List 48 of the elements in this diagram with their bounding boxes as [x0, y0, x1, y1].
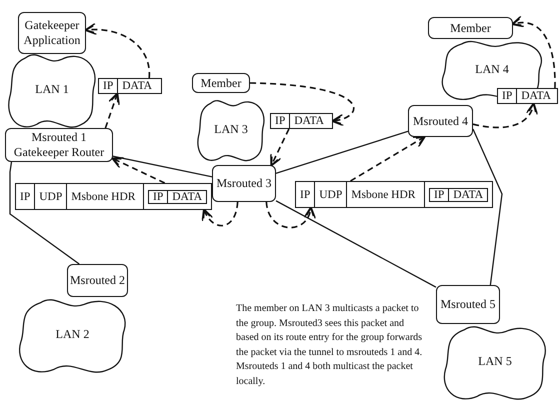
packet-field: UDP — [314, 182, 346, 207]
packet-field: DATA — [117, 79, 156, 93]
packet — [270, 113, 333, 129]
router-box — [436, 285, 500, 324]
node-label: Msrouted 2 — [70, 273, 125, 288]
packet-field: IP — [16, 184, 34, 209]
node-label: Msrouted 4 — [413, 114, 468, 128]
host-box — [428, 17, 513, 39]
tunnel-link — [276, 130, 408, 174]
host-box — [192, 73, 250, 93]
lan-label: LAN 4 — [475, 62, 509, 76]
tunnel-link — [472, 128, 503, 286]
node-label: Msrouted 3 — [216, 176, 272, 191]
packet-field: IP — [271, 114, 290, 128]
node-label: Msrouted 5 — [440, 297, 496, 312]
router-box — [5, 128, 113, 162]
packet-field: DATA — [289, 114, 328, 128]
node-label: Msrouted 1 Gatekeeper Router — [12, 130, 106, 160]
router-box — [408, 105, 473, 137]
node-label: Gatekeeper Application — [22, 18, 82, 48]
lan-label: LAN 1 — [35, 82, 69, 96]
tunnel-packet — [295, 181, 493, 208]
packet — [98, 78, 162, 94]
host-box — [18, 12, 86, 54]
router-box — [67, 264, 128, 297]
lan-label: LAN 5 — [478, 354, 512, 368]
tunnel-link — [9, 162, 80, 264]
packet — [497, 88, 558, 104]
packet-field: IP — [498, 89, 516, 103]
packet-field: IP — [296, 182, 314, 207]
packet-field: IP — [430, 188, 448, 200]
packet-field: IP — [99, 79, 118, 93]
packet-field: Msbone HDR — [346, 182, 424, 207]
router-box — [212, 165, 276, 202]
tunnel-link — [112, 156, 212, 178]
packet-field: DATA — [167, 190, 206, 202]
node-label: Member — [450, 20, 491, 36]
packet-field: DATA — [516, 89, 555, 103]
description-note: The member on LAN 3 multicasts a packet to the group. Msrouted3 sees this packet and based on its route entry for the group forwards the packet via the tunnel to msrouteds 1 and 4. Msrouteds 1 and 4 both multicast the packet locally. — [236, 302, 424, 388]
tunnel-link — [276, 200, 436, 288]
node-label: Member — [200, 76, 242, 90]
lan-label: LAN 3 — [214, 122, 248, 136]
tunnel-packet — [15, 183, 212, 210]
lan-label: LAN 2 — [56, 326, 90, 342]
packet-field: UDP — [34, 184, 66, 209]
packet-field: DATA — [448, 188, 487, 200]
packet-field: Msbone HDR — [66, 184, 144, 209]
packet-field: IP — [149, 190, 168, 202]
